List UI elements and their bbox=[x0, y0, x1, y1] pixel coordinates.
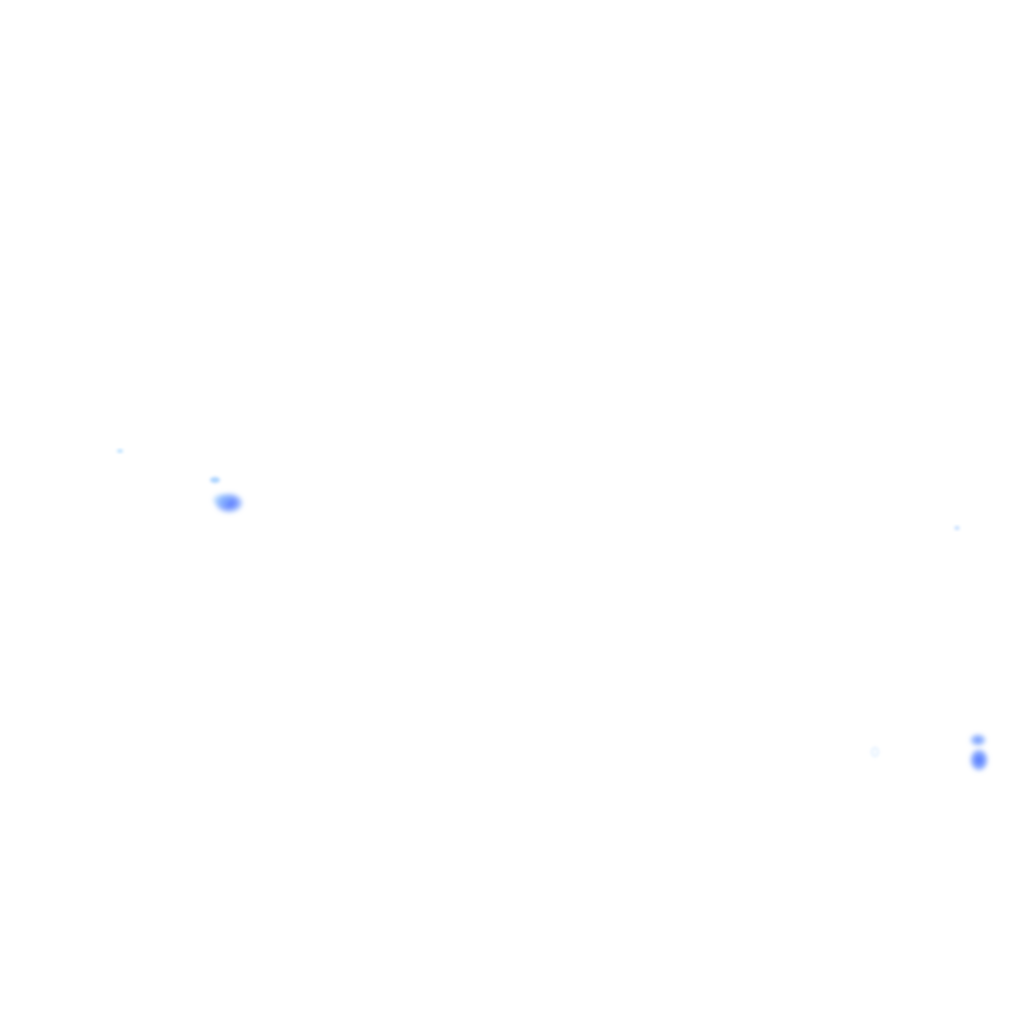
small-cloud-left bbox=[210, 477, 220, 483]
blob-right-bottom bbox=[970, 749, 988, 771]
tiny-dot-right bbox=[954, 526, 960, 530]
blob-right-top bbox=[970, 734, 986, 746]
speck-upper-left bbox=[117, 449, 123, 453]
faint-dot-lower-right bbox=[871, 747, 879, 757]
bright-blob-left bbox=[213, 493, 243, 513]
